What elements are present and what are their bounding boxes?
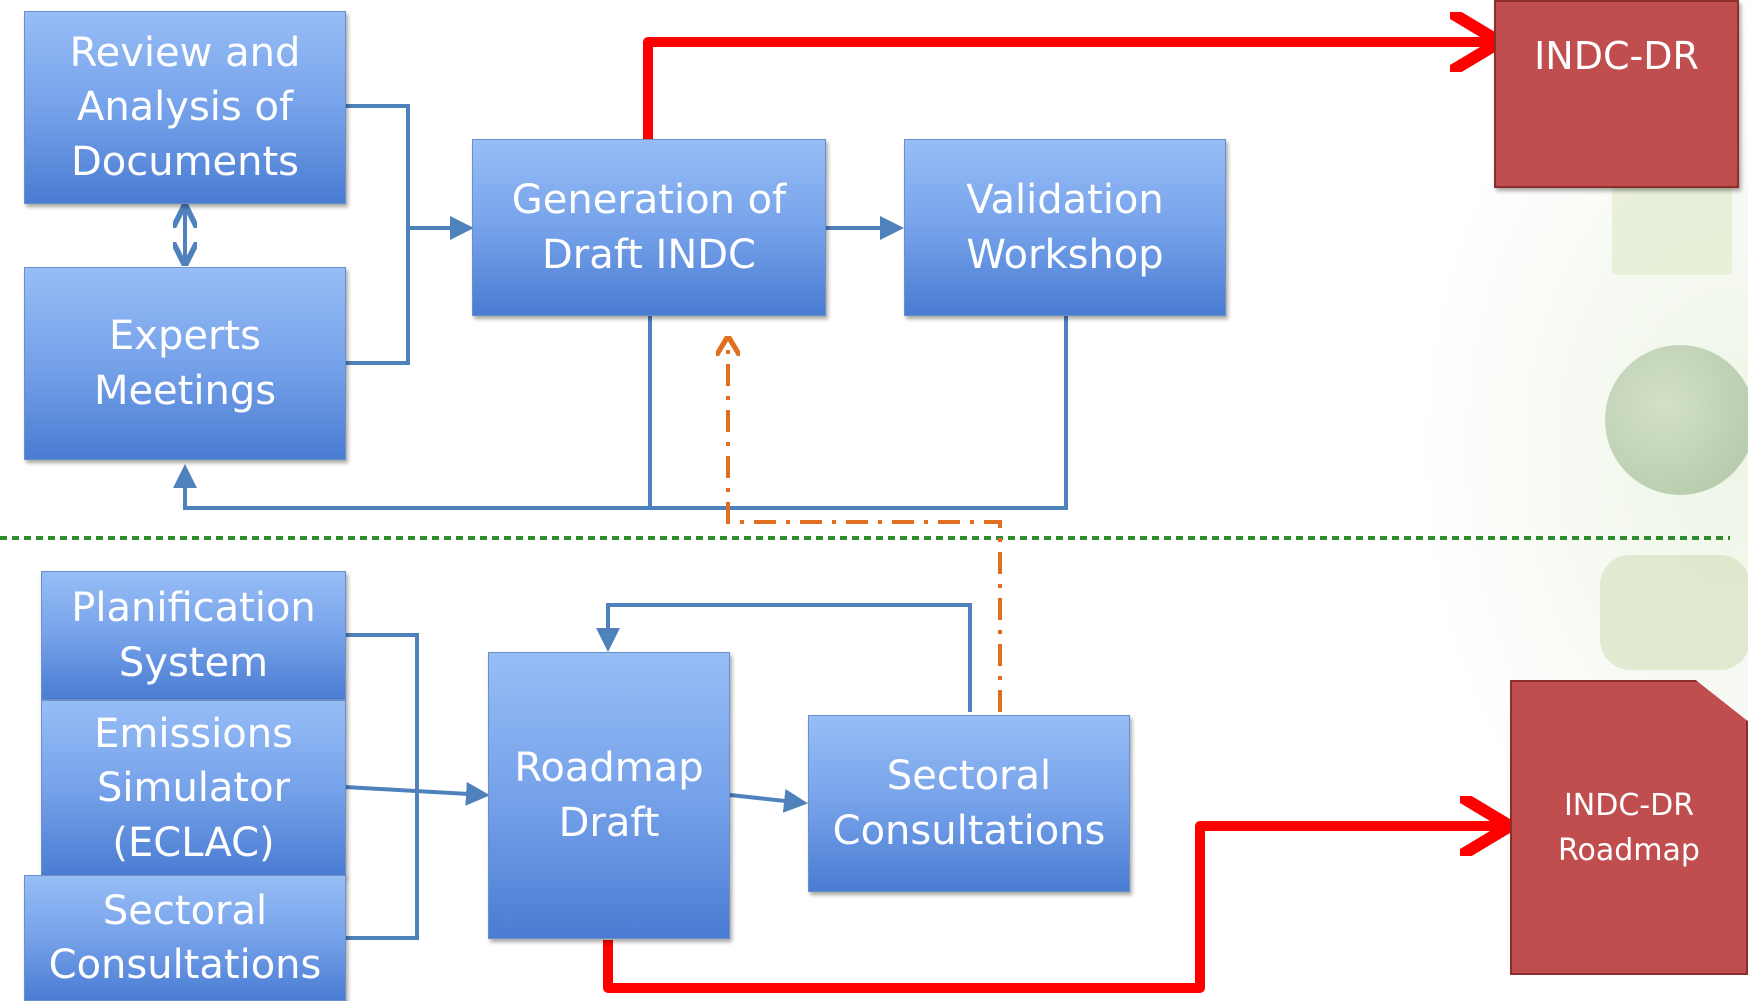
connector-review xyxy=(345,104,410,228)
box-generation-draft-label: Generation of Draft INDC xyxy=(511,177,787,278)
highlight-arrow-indc xyxy=(643,42,1490,140)
connector-planification xyxy=(345,633,419,790)
highlight-arrow-roadmap xyxy=(603,826,1500,993)
connector-experts xyxy=(345,228,410,365)
box-sectoral-consultations-left: Sectoral Consultations xyxy=(24,875,346,1001)
globe-icon xyxy=(1605,345,1748,495)
output-indc-dr: INDC-DR xyxy=(1494,0,1739,188)
box-sectoral-consultations-left-label: Sectoral Consultations xyxy=(48,887,322,988)
box-validation-workshop-label: Validation Workshop xyxy=(966,177,1164,278)
feedback-validation xyxy=(650,316,1068,510)
box-roadmap-draft: Roadmap Draft xyxy=(488,652,730,939)
connector-emissions xyxy=(344,781,490,806)
box-experts-meetings: Experts Meetings xyxy=(24,267,346,460)
output-indc-dr-label: INDC-DR xyxy=(1534,34,1699,78)
box-validation-workshop: Validation Workshop xyxy=(904,139,1226,316)
document-icon xyxy=(1612,180,1732,275)
box-emissions-simulator-label: Emissions Simulator (ECLAC) xyxy=(94,710,293,866)
output-indc-dr-roadmap: INDC-DR Roadmap xyxy=(1510,680,1748,975)
box-review-analysis-label: Review and Analysis of Documents xyxy=(69,29,301,185)
box-sectoral-consultations-mid: Sectoral Consultations xyxy=(808,715,1130,892)
box-planification-system-label: Planification System xyxy=(71,585,316,686)
recycle-icon xyxy=(1600,555,1748,670)
box-planification-system: Planification System xyxy=(41,571,346,700)
box-roadmap-draft-label: Roadmap Draft xyxy=(514,745,704,846)
feedback-generation xyxy=(173,316,652,510)
connector-roadmap-sectoral xyxy=(729,788,808,813)
box-emissions-simulator: Emissions Simulator (ECLAC) xyxy=(41,700,346,877)
dashed-feedback xyxy=(728,340,1002,712)
box-experts-meetings-label: Experts Meetings xyxy=(93,313,277,414)
box-sectoral-consultations-mid-label: Sectoral Consultations xyxy=(832,753,1106,854)
box-review-analysis: Review and Analysis of Documents xyxy=(24,11,346,204)
box-generation-draft: Generation of Draft INDC xyxy=(472,139,826,316)
output-indc-dr-roadmap-label: INDC-DR Roadmap xyxy=(1558,787,1700,868)
feedback-sectoral-roadmap xyxy=(596,603,972,712)
connector-sectoral-left xyxy=(345,790,419,940)
